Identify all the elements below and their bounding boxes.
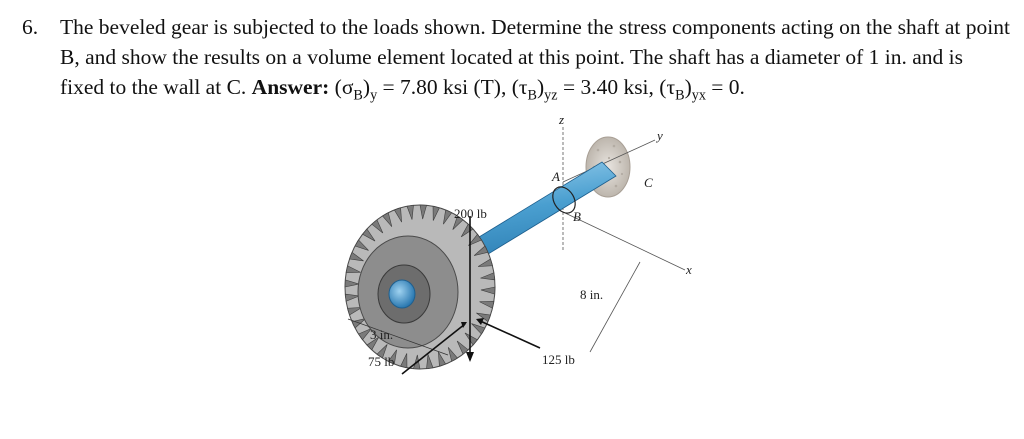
dim-3in-label: 3 in. — [370, 327, 393, 342]
axis-z-label: z — [558, 112, 564, 127]
gear-tooth — [473, 245, 489, 256]
gear-tooth — [480, 272, 496, 281]
bevel-gear — [344, 204, 496, 370]
load-125-arrow — [477, 319, 541, 349]
gear-tooth — [480, 286, 496, 295]
gear-tooth — [349, 251, 364, 262]
point-a-label: A — [551, 169, 560, 184]
gear-tooth — [358, 328, 372, 341]
load-200-label: 200 lb — [454, 206, 487, 221]
gear-tooth — [406, 204, 414, 220]
gear-tooth — [478, 258, 493, 267]
gear-tooth — [382, 212, 393, 227]
gear-tooth — [456, 340, 469, 355]
gear-hub — [388, 279, 416, 309]
load-75-label: 75 lb — [368, 354, 394, 369]
answer-tau-yz: (τB)yz = 3.40 ksi, — [511, 75, 660, 104]
gear-tooth — [471, 323, 486, 335]
gear-tooth — [400, 353, 408, 369]
point-b-label: B — [573, 209, 581, 224]
gear-tooth — [376, 344, 388, 359]
gear-tooth — [447, 347, 458, 362]
problem-text: The beveled gear is subjected to the loa… — [60, 12, 1012, 102]
problem-block: 6. The beveled gear is subjected to the … — [22, 12, 1012, 102]
load-75-arrow — [401, 323, 466, 375]
gear-tooth — [366, 336, 380, 351]
x-axis-line — [562, 211, 686, 271]
gear-tooth — [393, 207, 402, 223]
problem-statement: The beveled gear is subjected to the loa… — [60, 15, 1010, 99]
gear-tooth — [419, 204, 427, 220]
dim-8in-line — [589, 261, 641, 353]
gear-tooth — [468, 233, 482, 246]
answer-sigma: (σB)y = 7.80 ksi (T), — [334, 75, 512, 104]
gear-tooth — [476, 312, 491, 323]
gear-tooth — [345, 265, 361, 274]
gear-tooth — [371, 219, 384, 234]
gear-tooth — [344, 293, 360, 302]
dim-8in-label: 8 in. — [580, 287, 603, 302]
gear-tooth — [387, 349, 397, 365]
gear-tooth — [354, 239, 369, 251]
gear-tooth — [344, 279, 360, 288]
gear-tooth — [452, 215, 464, 230]
answer-tau-yx: (τB)yx = 0. — [659, 75, 745, 104]
gear-tooth — [464, 332, 478, 346]
gear-tooth — [347, 307, 362, 316]
figure-svg: z y x A B C 200 lb 125 lb 75 lb 8 in. 3 … — [344, 112, 692, 375]
point-c-label: C — [644, 175, 653, 190]
answer-label: Answer: — [251, 75, 330, 99]
gear-tooth — [443, 209, 453, 225]
dim-3in-line — [347, 318, 449, 356]
gear-tooth — [426, 354, 434, 370]
gear-tooth — [438, 351, 447, 367]
gear-tooth — [362, 228, 376, 242]
gear-tooth — [479, 300, 495, 309]
load-125-label: 125 lb — [542, 352, 575, 367]
y-axis-line — [562, 139, 656, 183]
gear-shaft-figure: z y x A B C 200 lb 125 lb 75 lb 8 in. 3 … — [330, 112, 720, 397]
axis-x-label: x — [685, 262, 692, 277]
gear-tooth — [432, 205, 440, 221]
axis-y-label: y — [655, 128, 663, 143]
problem-number: 6. — [22, 15, 39, 39]
shaft-section-b — [552, 186, 576, 214]
